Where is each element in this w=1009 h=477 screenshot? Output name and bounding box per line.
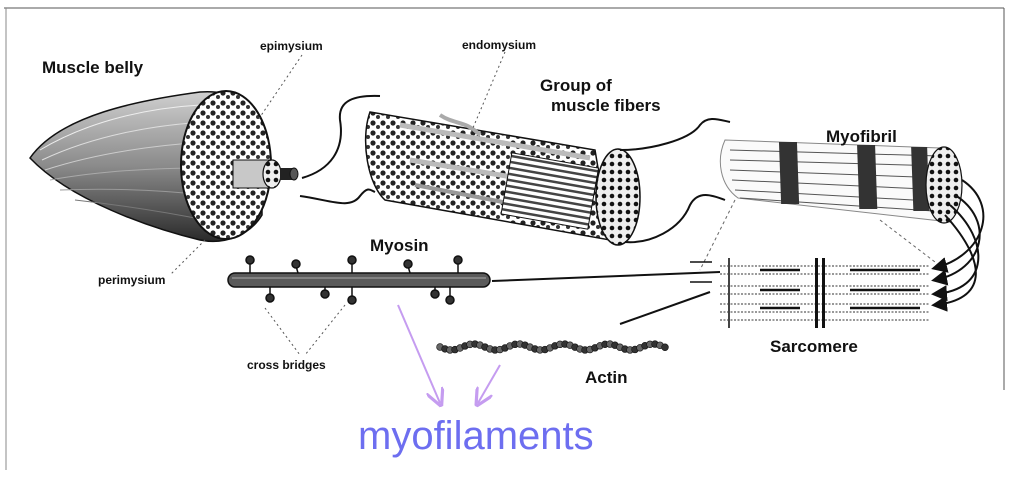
myosin-to-myofilaments-arrow xyxy=(398,305,440,403)
perimysium-label: perimysium xyxy=(98,273,165,287)
group-of-label: Group of xyxy=(540,76,612,96)
cross-bridges-label: cross bridges xyxy=(247,358,326,372)
sarcomere-illustration xyxy=(720,258,930,328)
myosin-connector-line xyxy=(492,272,720,281)
muscle-belly-label: Muscle belly xyxy=(42,58,143,78)
actin-connector-line xyxy=(620,292,710,324)
endomysium-label: endomysium xyxy=(462,38,536,52)
actin-label: Actin xyxy=(585,368,628,388)
muscle-belly-illustration xyxy=(30,91,298,241)
muscle-fiber-bundle-illustration xyxy=(366,112,640,245)
actin-to-myofilaments-arrow xyxy=(478,365,500,403)
myosin-label: Myosin xyxy=(370,236,429,256)
actin-filament xyxy=(437,341,669,354)
epimysium-label: epimysium xyxy=(260,39,323,53)
myofibril-label: Myofibril xyxy=(826,127,897,147)
guide-dashed-line xyxy=(880,220,935,262)
myosin-filament xyxy=(228,256,490,304)
myofibril-illustration xyxy=(720,140,962,223)
muscle-fibers-label: muscle fibers xyxy=(551,96,661,116)
myofilaments-label: myofilaments xyxy=(358,414,594,459)
connector-curve xyxy=(620,119,730,150)
actin-bead xyxy=(662,344,669,351)
sarcomere-label: Sarcomere xyxy=(770,337,858,357)
connector-curve xyxy=(300,190,375,204)
